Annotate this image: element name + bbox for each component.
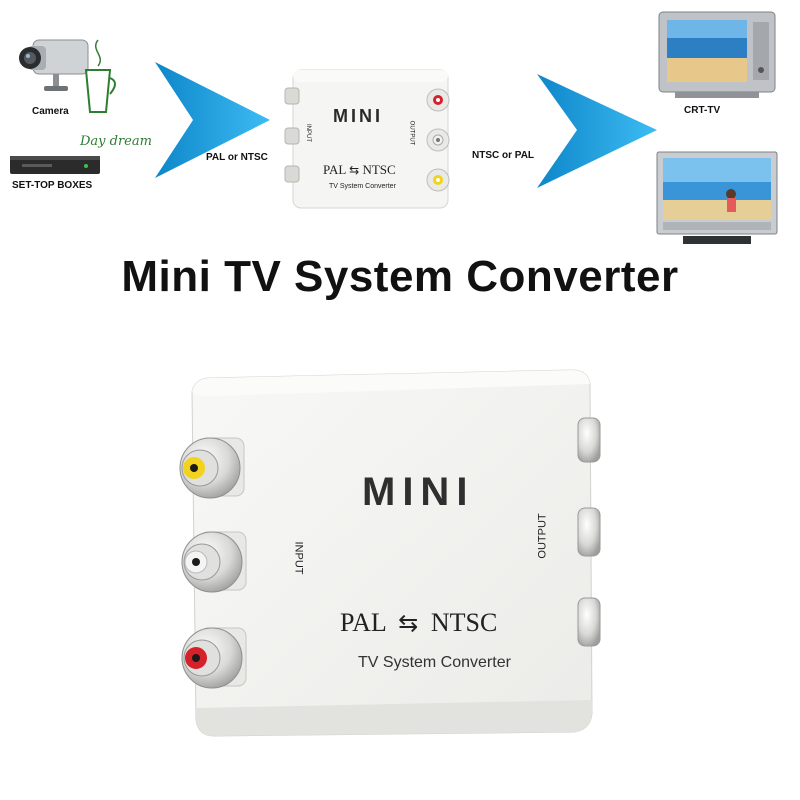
large-converter-device: MINI INPUT OUTPUT PAL ⇆ NTSC TV System C… (170, 340, 620, 750)
settop-label: SET-TOP BOXES (12, 180, 93, 191)
small-subtitle: TV System Converter (329, 183, 396, 190)
crt-tv-label: CRT-TV (684, 105, 721, 116)
small-converter-device: MINI INPUT OUTPUT PAL ⇆ NTSC TV System C… (283, 66, 455, 214)
large-mode-row: PAL ⇆ NTSC (340, 608, 497, 638)
watermark-cup-logo (84, 39, 116, 113)
small-mode-left: PAL (323, 162, 346, 177)
large-output-label: OUTPUT (536, 513, 549, 559)
camera-icon (19, 39, 89, 91)
large-subtitle: TV System Converter (358, 654, 511, 671)
large-switch-arrow-icon: ⇆ (398, 609, 419, 637)
large-input-label: INPUT (292, 541, 305, 575)
input-socket-yellow (179, 437, 245, 499)
input-socket-white (181, 531, 247, 593)
large-mode-left: PAL (340, 608, 386, 637)
arrow-right-icon (155, 62, 270, 178)
arrow-right-icon (537, 74, 657, 188)
input-socket-red (181, 627, 247, 689)
camera-label: Camera (32, 106, 69, 117)
large-mode-right: NTSC (430, 608, 498, 637)
small-mode-right: NTSC (362, 162, 396, 177)
small-output-label: OUTPUT (408, 120, 415, 146)
watermark-text: Day dream (80, 134, 152, 149)
small-device-body (284, 69, 450, 209)
set-top-box-icon (10, 156, 100, 174)
small-mode-row: PAL ⇆ NTSC (323, 162, 396, 178)
crt-tv-image (658, 11, 776, 98)
large-brand: MINI (362, 470, 475, 514)
small-input-label: INPUT (305, 124, 311, 142)
flat-tv-image (656, 151, 778, 244)
small-brand: MINI (333, 106, 383, 126)
page-title: Mini TV System Converter (121, 252, 679, 301)
large-device-body (179, 369, 601, 737)
small-switch-arrow-icon: ⇆ (349, 163, 360, 177)
arrow-in-label: PAL or NTSC (206, 152, 268, 163)
arrow-out-label: NTSC or PAL (472, 150, 535, 161)
